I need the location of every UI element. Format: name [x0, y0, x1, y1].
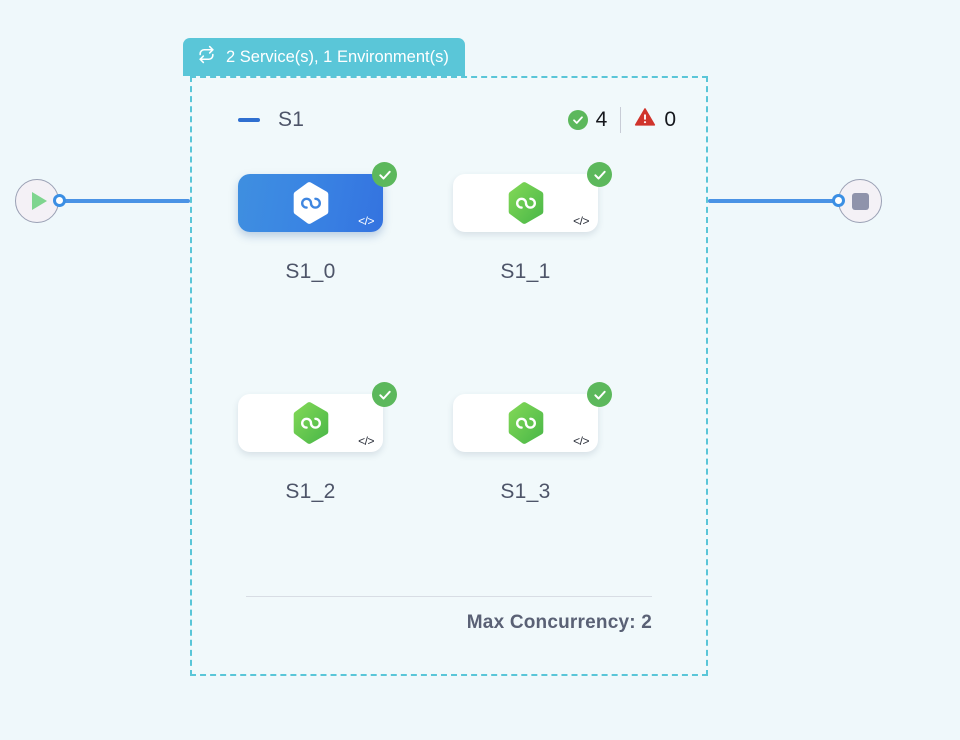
footer-divider	[246, 596, 652, 597]
service-node-cell: </> S1_1	[453, 162, 668, 284]
success-counter: 4	[567, 108, 608, 131]
service-node-1[interactable]: </>	[453, 162, 612, 232]
play-icon	[31, 192, 47, 210]
success-count: 4	[595, 108, 608, 131]
service-node-cell: </> S1_2	[238, 382, 453, 504]
max-concurrency-label: Max Concurrency: 2	[466, 612, 652, 633]
start-node[interactable]	[15, 179, 59, 223]
group-header-tab[interactable]: 2 Service(s), 1 Environment(s)	[183, 38, 465, 76]
service-group-container: S1 4	[190, 76, 708, 676]
counter-divider	[620, 106, 622, 133]
code-tag-icon: </>	[358, 434, 374, 448]
check-circle-icon	[587, 162, 612, 187]
hexagon-infinity-icon	[506, 181, 546, 225]
service-node-2[interactable]: </>	[238, 382, 397, 452]
code-tag-icon: </>	[573, 434, 589, 448]
warning-counter: 0	[634, 106, 676, 133]
service-node-grid: </> S1_0	[238, 162, 668, 504]
loop-icon	[197, 45, 216, 69]
code-tag-icon: </>	[573, 214, 589, 228]
hexagon-infinity-icon	[291, 401, 331, 445]
service-node-card[interactable]: </>	[238, 174, 383, 232]
service-node-cell: </> S1_3	[453, 382, 668, 504]
warning-triangle-icon	[634, 106, 656, 133]
stage-row: S1 4	[192, 106, 706, 133]
code-tag-icon: </>	[358, 214, 374, 228]
service-node-label: S1_2	[285, 480, 336, 503]
service-node-card[interactable]: </>	[238, 394, 383, 452]
service-node-card[interactable]: </>	[453, 394, 598, 452]
minus-icon[interactable]	[238, 117, 260, 122]
service-node-0[interactable]: </>	[238, 162, 397, 232]
edge-group-to-end[interactable]	[708, 199, 836, 203]
edge-start-to-group[interactable]	[62, 199, 190, 203]
stop-icon	[851, 192, 869, 210]
hexagon-infinity-icon	[506, 401, 546, 445]
service-node-cell: </> S1_0	[238, 162, 453, 284]
stage-name-label: S1	[278, 107, 305, 131]
check-circle-icon	[587, 382, 612, 407]
warning-count: 0	[664, 108, 676, 131]
group-header-label: 2 Service(s), 1 Environment(s)	[226, 47, 449, 66]
start-node-output-port[interactable]	[53, 194, 66, 207]
service-node-label: S1_0	[285, 260, 336, 283]
service-node-card[interactable]: </>	[453, 174, 598, 232]
service-node-label: S1_1	[500, 260, 551, 283]
check-circle-icon	[372, 382, 397, 407]
check-circle-icon	[567, 109, 588, 130]
stage-counters: 4 0	[567, 106, 676, 133]
service-node-3[interactable]: </>	[453, 382, 612, 452]
hexagon-infinity-icon	[291, 181, 331, 225]
end-node-input-port[interactable]	[832, 194, 845, 207]
check-circle-icon	[372, 162, 397, 187]
service-node-label: S1_3	[500, 480, 551, 503]
